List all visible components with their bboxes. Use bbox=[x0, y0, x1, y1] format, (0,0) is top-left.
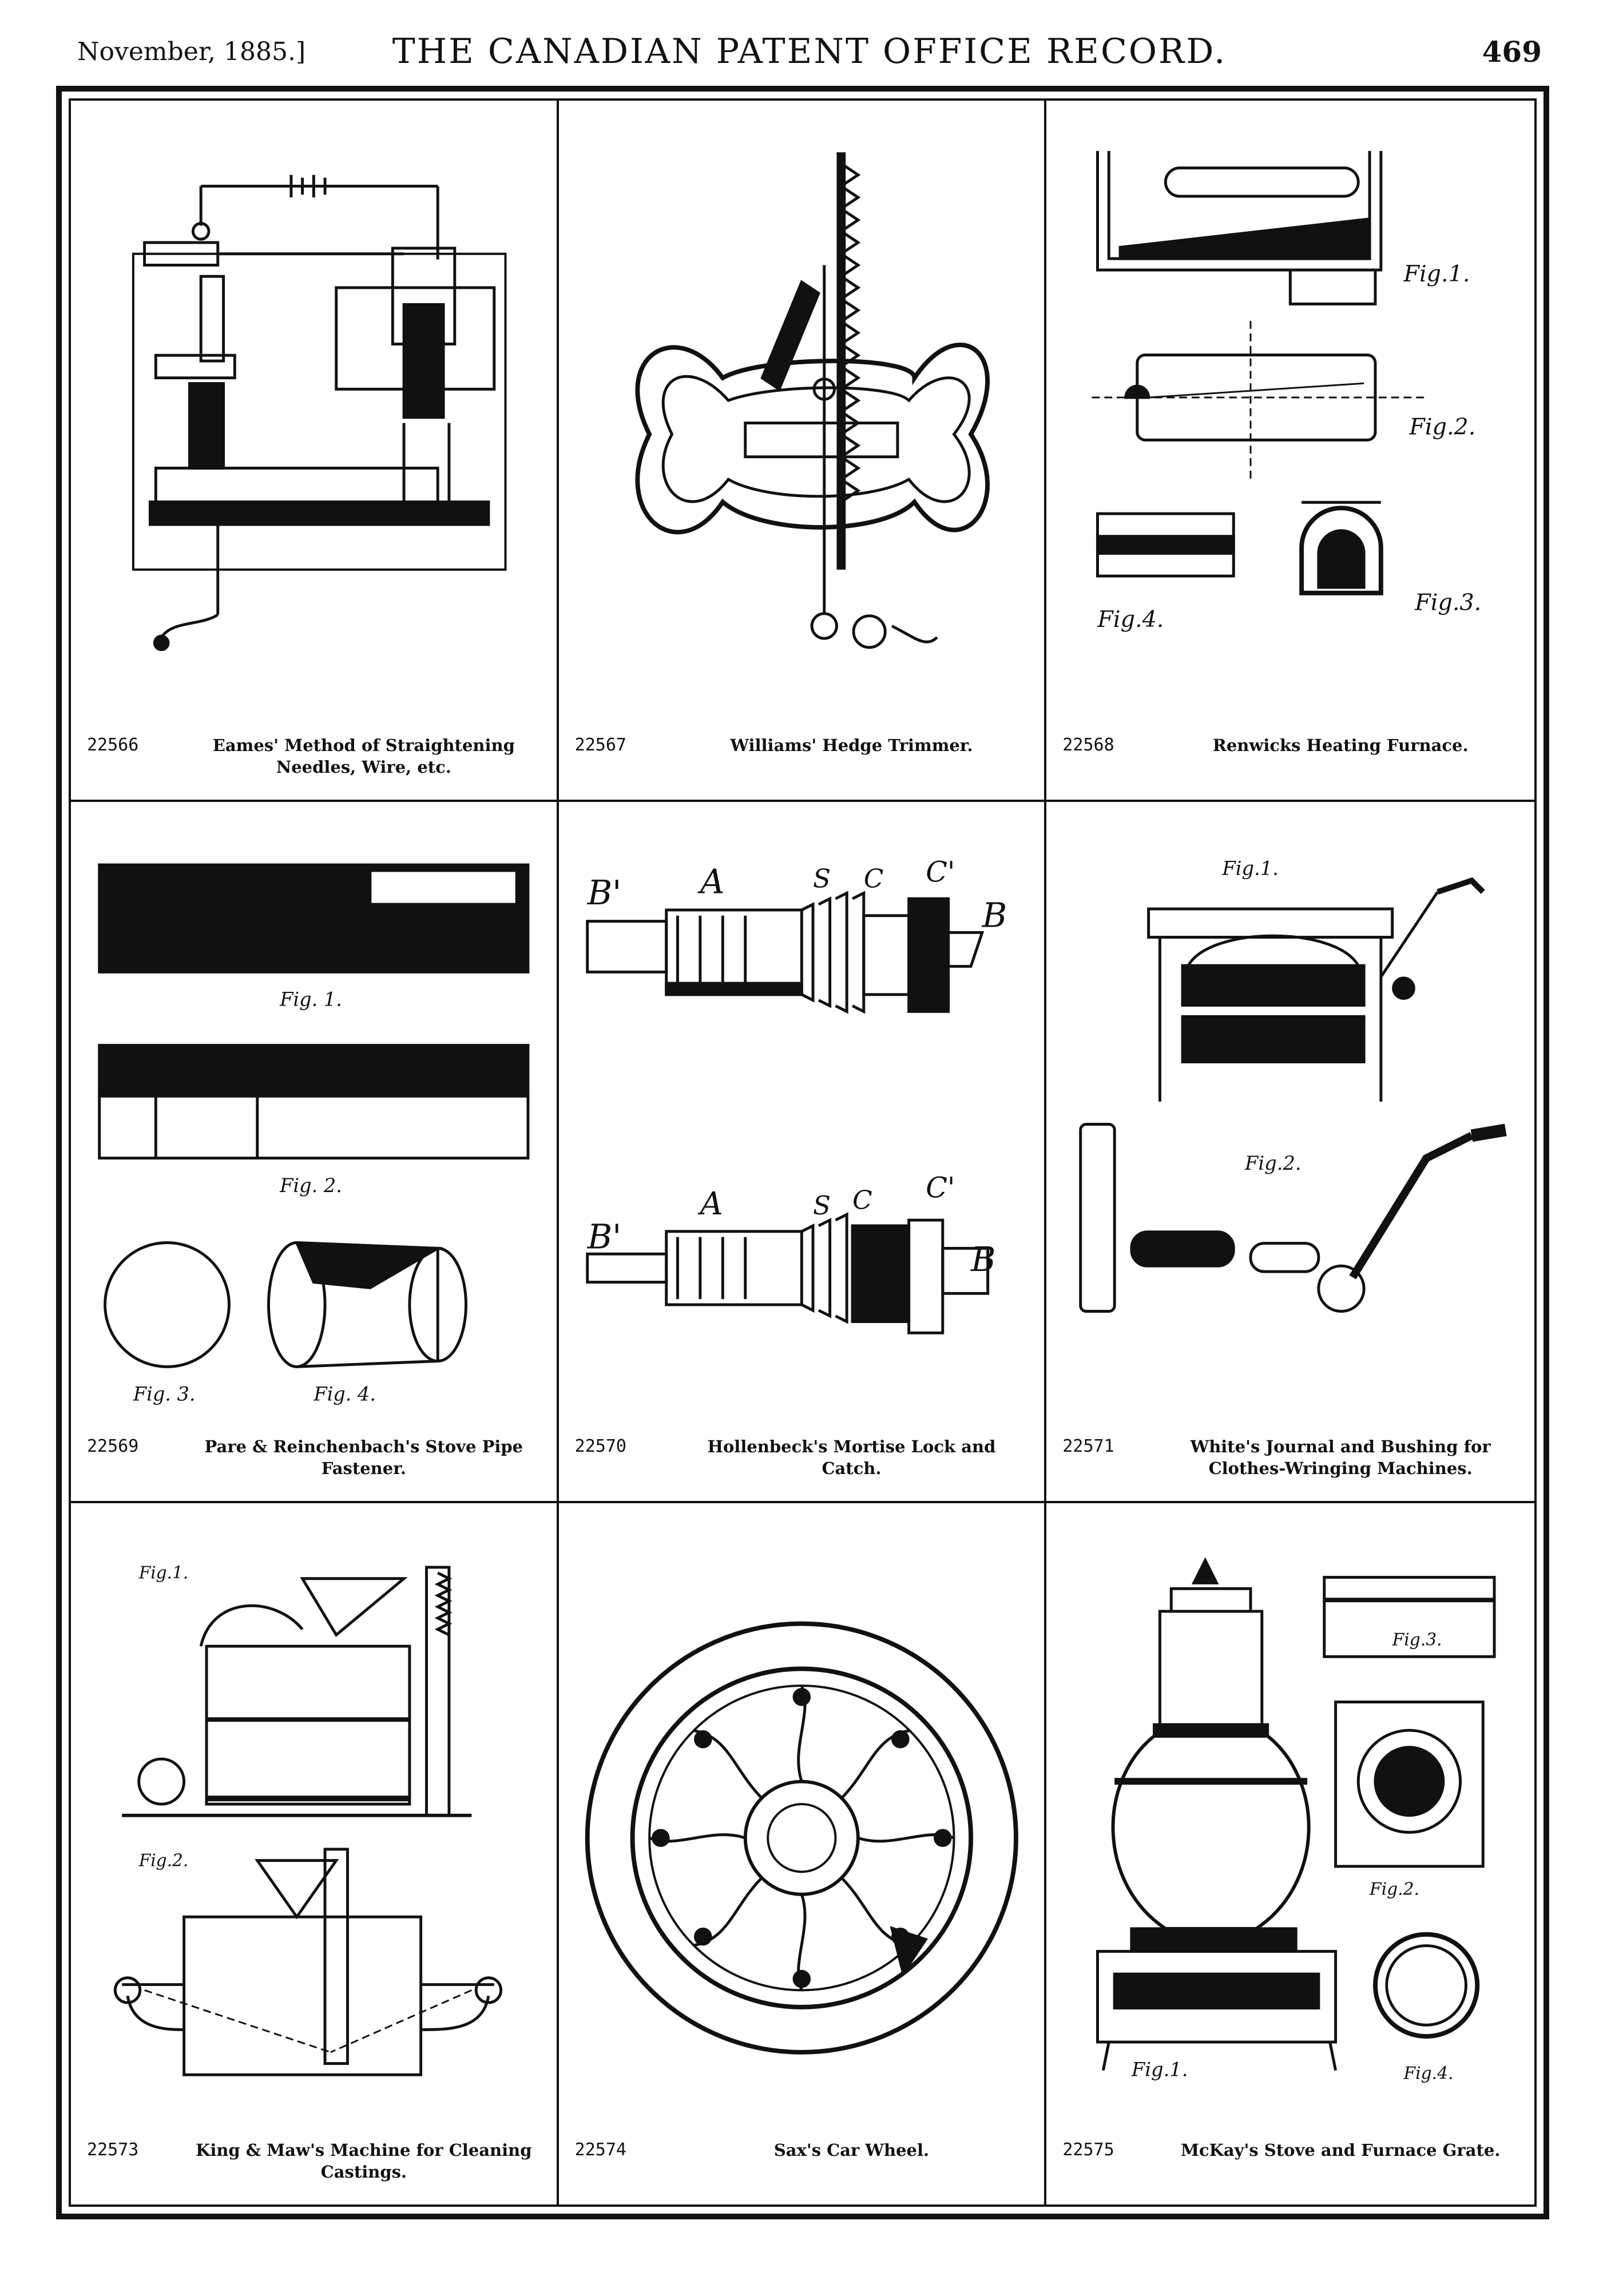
svg-text:Fig. 4.: Fig. 4. bbox=[313, 1383, 376, 1405]
svg-text:A: A bbox=[697, 861, 725, 901]
plate-frame: 22566 Eames' Method of Straightening Nee… bbox=[56, 86, 1549, 2219]
svg-text:Fig.2.: Fig.2. bbox=[1409, 414, 1476, 440]
svg-text:C': C' bbox=[926, 856, 955, 889]
svg-text:Fig.1.: Fig.1. bbox=[1403, 261, 1470, 287]
svg-text:C: C bbox=[863, 863, 883, 893]
patent-grid: 22566 Eames' Method of Straightening Nee… bbox=[71, 101, 1534, 2204]
patent-title: King & Maw's Machine for Cleaning Castin… bbox=[196, 2140, 532, 2182]
patent-cell-22570: B' A S C C' B bbox=[558, 802, 1047, 1503]
patent-illustration-needle-straightener bbox=[88, 115, 539, 731]
patent-cell-22568: Fig.1. Fig.2. Fig.4. Fig.3. bbox=[1046, 101, 1534, 802]
patent-illustration-car-wheel bbox=[576, 1518, 1027, 2136]
patent-cell-22569: Fig. 1. Fig. 2. Fig. 3. Fig. 4. bbox=[71, 802, 559, 1503]
svg-text:B: B bbox=[981, 895, 1006, 935]
plate-inner-border: 22566 Eames' Method of Straightening Nee… bbox=[69, 98, 1537, 2207]
page-number: 469 bbox=[1482, 35, 1542, 69]
patent-illustration-stove-grate: Fig.1. Fig.3. Fig.2. Fig.4. bbox=[1064, 1518, 1517, 2136]
svg-text:Fig. 1.: Fig. 1. bbox=[279, 988, 342, 1010]
patent-number: 22566 bbox=[87, 735, 139, 755]
svg-text:C: C bbox=[852, 1185, 872, 1215]
patent-cell-22571: Fig.1. Fig.2. bbox=[1046, 802, 1534, 1503]
patent-caption: 22567 Williams' Hedge Trimmer. bbox=[575, 734, 1029, 787]
patent-illustration-casting-cleaner: Fig.1. Fig.2. bbox=[88, 1518, 539, 2136]
svg-text:Fig.2.: Fig.2. bbox=[1244, 1152, 1302, 1174]
patent-title: Renwicks Heating Furnace. bbox=[1212, 736, 1469, 755]
patent-caption: 22571 White's Journal and Bushing for Cl… bbox=[1062, 1436, 1518, 1488]
patent-title: McKay's Stove and Furnace Grate. bbox=[1180, 2140, 1501, 2160]
svg-text:A: A bbox=[697, 1186, 723, 1222]
svg-text:C': C' bbox=[926, 1171, 955, 1205]
patent-title: Sax's Car Wheel. bbox=[773, 2140, 930, 2160]
svg-text:Fig.4.: Fig.4. bbox=[1403, 2063, 1454, 2083]
patent-number: 22573 bbox=[87, 2140, 139, 2160]
patent-illustration-stove-pipe-fastener: Fig. 1. Fig. 2. Fig. 3. Fig. 4. bbox=[88, 816, 539, 1432]
patent-title: Williams' Hedge Trimmer. bbox=[730, 736, 973, 755]
patent-number: 22571 bbox=[1062, 1436, 1114, 1456]
patent-cell-22567: 22567 Williams' Hedge Trimmer. bbox=[558, 101, 1047, 802]
svg-text:Fig.4.: Fig.4. bbox=[1097, 606, 1164, 633]
svg-text:B': B' bbox=[586, 873, 621, 912]
svg-text:Fig.2.: Fig.2. bbox=[1369, 1879, 1419, 1899]
patent-number: 22567 bbox=[574, 735, 626, 755]
patent-caption: 22568 Renwicks Heating Furnace. bbox=[1062, 734, 1518, 787]
patent-cell-22575: Fig.1. Fig.3. Fig.2. Fig.4. 22575 bbox=[1046, 1503, 1534, 2204]
svg-text:Fig.3.: Fig.3. bbox=[1415, 589, 1482, 615]
patent-caption: 22570 Hollenbeck's Mortise Lock and Catc… bbox=[575, 1436, 1029, 1488]
svg-text:B: B bbox=[970, 1240, 995, 1279]
patent-illustration-heating-furnace: Fig.1. Fig.2. Fig.4. Fig.3. bbox=[1064, 115, 1517, 731]
patent-number: 22568 bbox=[1062, 735, 1114, 755]
patent-title: Pare & Reinchenbach's Stove Pipe Fastene… bbox=[204, 1437, 523, 1478]
svg-text:Fig.2.: Fig.2. bbox=[138, 1851, 189, 1870]
patent-caption: 22573 King & Maw's Machine for Cleaning … bbox=[87, 2139, 541, 2192]
patent-cell-22566: 22566 Eames' Method of Straightening Nee… bbox=[71, 101, 559, 802]
svg-text:Fig.1.: Fig.1. bbox=[1222, 857, 1279, 880]
patent-caption: 22574 Sax's Car Wheel. bbox=[575, 2139, 1029, 2192]
publication-title: THE CANADIAN PATENT OFFICE RECORD. bbox=[392, 31, 1227, 71]
page-header: November, 1885.] THE CANADIAN PATENT OFF… bbox=[77, 31, 1542, 83]
patent-title: Eames' Method of Straightening Needles, … bbox=[212, 736, 515, 777]
patent-caption: 22575 McKay's Stove and Furnace Grate. bbox=[1062, 2139, 1518, 2192]
patent-caption: 22569 Pare & Reinchenbach's Stove Pipe F… bbox=[87, 1436, 541, 1488]
issue-date: November, 1885.] bbox=[77, 37, 306, 66]
patent-illustration-clothes-wringer: Fig.1. Fig.2. bbox=[1064, 816, 1517, 1432]
svg-text:Fig.1.: Fig.1. bbox=[138, 1563, 189, 1583]
svg-text:Fig. 3.: Fig. 3. bbox=[133, 1383, 196, 1405]
patent-caption: 22566 Eames' Method of Straightening Nee… bbox=[87, 734, 541, 787]
svg-text:S: S bbox=[813, 863, 831, 893]
patent-title: Hollenbeck's Mortise Lock and Catch. bbox=[707, 1437, 996, 1478]
patent-cell-22573: Fig.1. Fig.2. bbox=[71, 1503, 559, 2204]
patent-number: 22575 bbox=[1062, 2140, 1114, 2160]
patent-number: 22570 bbox=[574, 1436, 626, 1456]
patent-cell-22574: 22574 Sax's Car Wheel. bbox=[559, 1503, 1047, 2204]
svg-text:Fig.1.: Fig.1. bbox=[1131, 2058, 1188, 2080]
svg-text:Fig. 2.: Fig. 2. bbox=[279, 1174, 342, 1197]
patent-number: 22574 bbox=[574, 2140, 626, 2160]
patent-number: 22569 bbox=[87, 1436, 139, 1456]
svg-text:Fig.3.: Fig.3. bbox=[1392, 1630, 1442, 1650]
patent-title: White's Journal and Bushing for Clothes-… bbox=[1190, 1437, 1491, 1478]
svg-text:S: S bbox=[813, 1190, 831, 1221]
patent-illustration-mortise-lock: B' A S C C' B bbox=[576, 816, 1027, 1432]
patent-illustration-hedge-trimmer bbox=[576, 115, 1027, 731]
svg-text:B': B' bbox=[586, 1217, 621, 1256]
